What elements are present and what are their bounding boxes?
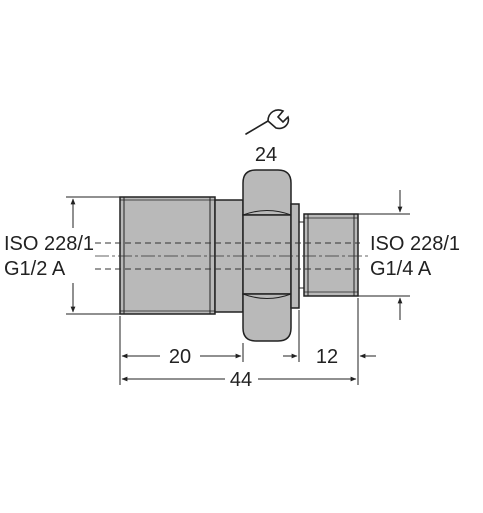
dimension-44-label: 44 [230, 369, 252, 391]
dimension-20-label: 20 [169, 346, 191, 368]
left-threaded-body [119, 196, 216, 315]
extension-lines [119, 298, 359, 385]
left-diameter-dimension [66, 196, 120, 315]
bore-lines [95, 242, 370, 270]
right-thread-size: G1/4 A [370, 258, 432, 280]
right-thread-standard: ISO 228/1 [370, 233, 460, 255]
left-thread-size: G1/2 A [4, 258, 66, 280]
hex-nut [242, 169, 292, 342]
dimension-12-label: 12 [316, 346, 338, 368]
left-thread-standard: ISO 228/1 [4, 233, 94, 255]
wrench-size-label: 24 [255, 144, 277, 166]
wrench-icon [245, 109, 290, 135]
right-diameter-dimension [358, 190, 410, 320]
right-threaded-body [299, 213, 359, 297]
